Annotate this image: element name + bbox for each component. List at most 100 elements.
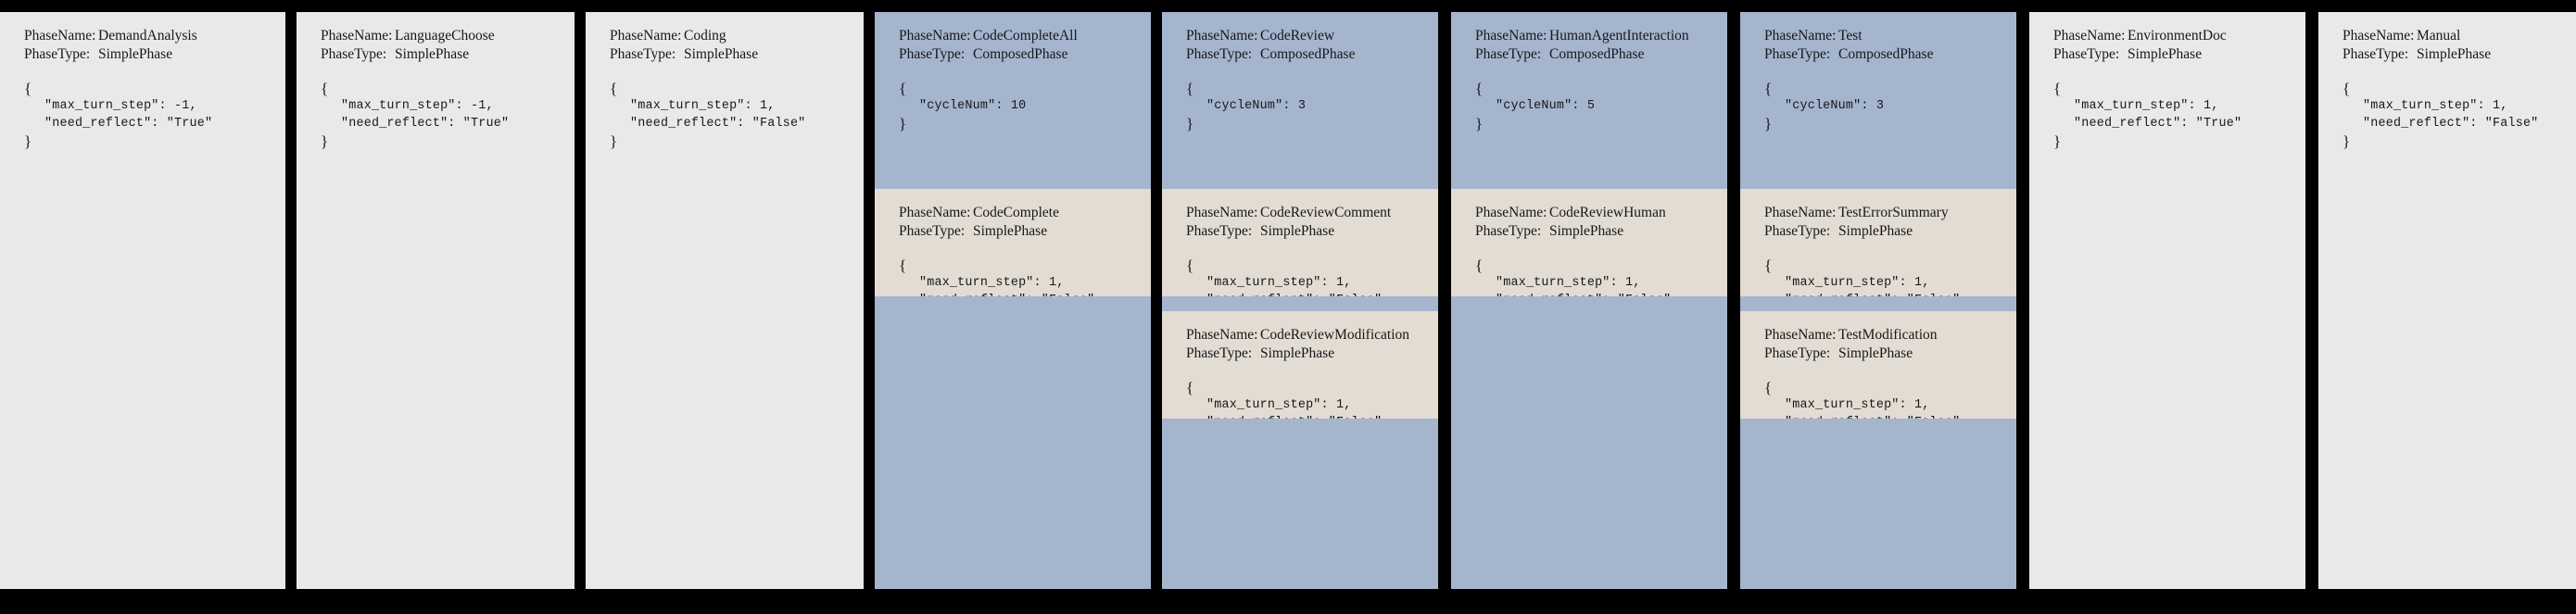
subphase-test-modification-config-open-brace: { bbox=[1764, 379, 1773, 396]
subphase-test-modification-phase-type-value: SimplePhase bbox=[1838, 345, 1913, 361]
subphase-code-complete-phase-type-value: SimplePhase bbox=[973, 223, 1048, 239]
phase-test-config-open-brace: { bbox=[1764, 80, 1773, 97]
phase-environment-doc-config-line: "max_turn_step": 1, bbox=[2074, 99, 2219, 113]
phase-human-agent-interaction-phase-name-key: PhaseName: bbox=[1475, 28, 1547, 44]
phase-environment-doc-phase-type-key: PhaseType: bbox=[2053, 46, 2120, 62]
phase-human-agent-interaction-phase-type-value: ComposedPhase bbox=[1549, 46, 1645, 62]
subphase-code-review-human-config-line: "need_reflect": "False" bbox=[1475, 292, 1727, 296]
phase-coding-phase-type-key: PhaseType: bbox=[610, 46, 676, 62]
phase-human-agent-interaction-phase-name: PhaseName:HumanAgentInteraction bbox=[1475, 27, 1727, 45]
subphase-code-complete-phase-name: PhaseName:CodeComplete bbox=[899, 204, 1151, 222]
subphase-test-error-summary-config-line: "need_reflect": "False" bbox=[1764, 292, 2016, 296]
phase-coding-config-close-brace: } bbox=[610, 132, 618, 150]
panel-divider bbox=[1151, 12, 1162, 589]
phase-demand-analysis-config-close-brace: } bbox=[24, 132, 32, 150]
composed-phase-filler bbox=[1740, 419, 2016, 589]
subphase-code-review-comment-config-open-brace: { bbox=[1186, 257, 1194, 274]
phase-manual-config-line: "need_reflect": "False" bbox=[2363, 117, 2539, 131]
phase-language-choose-config-open-brace: { bbox=[321, 80, 329, 97]
phase-environment-doc-config-close-brace: } bbox=[2053, 132, 2062, 150]
phase-manual-phase-name-key: PhaseName: bbox=[2342, 28, 2415, 44]
phase-environment-doc-config: {"max_turn_step": 1,"need_reflect": "Tru… bbox=[2053, 80, 2305, 150]
phase-environment-doc-phase-name-key: PhaseName: bbox=[2053, 28, 2126, 44]
phase-manual-phase-name-value: Manual bbox=[2417, 28, 2461, 44]
panel-divider bbox=[1727, 12, 1740, 589]
phase-demand-analysis-config-line: "need_reflect": "True" bbox=[44, 117, 213, 131]
subphase-code-review-comment-config-line: "max_turn_step": 1, bbox=[1206, 276, 1352, 290]
subphase-code-complete-config-line: "need_reflect": "False" bbox=[899, 292, 1151, 296]
phase-test-config: {"cycleNum": 3} bbox=[1764, 80, 2016, 132]
phase-code-review-phase-type-key: PhaseType: bbox=[1186, 46, 1253, 62]
phase-human-agent-interaction-config-open-brace: { bbox=[1475, 80, 1484, 97]
subphase-code-review-comment-phase-type-value: SimplePhase bbox=[1260, 223, 1335, 239]
phase-code-complete-all-phase-name-value: CodeCompleteAll bbox=[973, 28, 1078, 44]
phase-demand-analysis-config: {"max_turn_step": -1,"need_reflect": "Tr… bbox=[24, 80, 285, 150]
phase-test-phase-type-value: ComposedPhase bbox=[1838, 46, 1934, 62]
phase-code-review-config-close-brace: } bbox=[1186, 115, 1194, 132]
subphase-code-review-human-config: {"max_turn_step": 1,"need_reflect": "Fal… bbox=[1475, 257, 1727, 296]
subphase-code-review-human-phase-name-key: PhaseName: bbox=[1475, 205, 1547, 220]
subphase-code-review-comment-config: {"max_turn_step": 1,"need_reflect": "Fal… bbox=[1186, 257, 1438, 296]
subphase-test-modification-phase-type-key: PhaseType: bbox=[1764, 345, 1831, 361]
subphase-code-review-modification-phase-type-key: PhaseType: bbox=[1186, 345, 1253, 361]
subphase-code-complete-config: {"max_turn_step": 1,"need_reflect": "Fal… bbox=[899, 257, 1151, 296]
phase-language-choose-phase-type-key: PhaseType: bbox=[321, 46, 387, 62]
subphase-test-error-summary-config: {"max_turn_step": 1,"need_reflect": "Fal… bbox=[1764, 257, 2016, 296]
phase-language-choose-config: {"max_turn_step": -1,"need_reflect": "Tr… bbox=[321, 80, 575, 150]
phase-language-choose-phase-name: PhaseName:LanguageChoose bbox=[321, 27, 575, 45]
subphase-code-complete-phase-type-key: PhaseType: bbox=[899, 223, 966, 239]
subphase-code-review-human-config-line: "max_turn_step": 1, bbox=[1496, 276, 1641, 290]
phase-human-agent-interaction-phase-name-value: HumanAgentInteraction bbox=[1549, 28, 1689, 44]
phase-code-review-phase-type: PhaseType: ComposedPhase bbox=[1186, 45, 1438, 64]
phase-manual-config-line: "max_turn_step": 1, bbox=[2363, 99, 2508, 113]
phase-code-review-phase-type-value: ComposedPhase bbox=[1260, 46, 1356, 62]
phase-coding-phase-type-value: SimplePhase bbox=[684, 46, 759, 62]
phase-code-complete-all-phase-name-key: PhaseName: bbox=[899, 28, 971, 44]
subphase-code-review-comment-phase-name-value: CodeReviewComment bbox=[1260, 205, 1392, 220]
phase-demand-analysis-phase-name-key: PhaseName: bbox=[24, 28, 96, 44]
subphase-code-complete-config-open-brace: { bbox=[899, 257, 907, 274]
subphase-code-complete-phase-type: PhaseType: SimplePhase bbox=[899, 222, 1151, 241]
subphase-code-review-modification-config-line: "max_turn_step": 1, bbox=[1206, 398, 1352, 412]
subphase-test-modification-phase-name: PhaseName:TestModification bbox=[1764, 326, 2016, 345]
phase-manual-config-close-brace: } bbox=[2342, 132, 2351, 150]
subphase-code-review-human-phase-type-value: SimplePhase bbox=[1549, 223, 1624, 239]
subphase-test-error-summary-phase-type-key: PhaseType: bbox=[1764, 223, 1831, 239]
phase-language-choose-phase-type-value: SimplePhase bbox=[395, 46, 470, 62]
phase-human-agent-interaction-config-line: "cycleNum": 5 bbox=[1496, 99, 1596, 113]
composed-phase-filler bbox=[875, 296, 1151, 589]
phase-demand-analysis-phase-type: PhaseType:SimplePhase bbox=[24, 45, 285, 64]
phase-code-review-config-open-brace: { bbox=[1186, 80, 1194, 97]
subphase-test-error-summary-phase-name-value: TestErrorSummary bbox=[1838, 205, 1949, 220]
phase-language-choose-config-line: "max_turn_step": -1, bbox=[341, 99, 494, 113]
phase-code-review-config: {"cycleNum": 3} bbox=[1186, 80, 1438, 132]
subphase-code-review-modification-config: {"max_turn_step": 1,"need_reflect": "Fal… bbox=[1186, 379, 1438, 419]
composed-phase-filler bbox=[1162, 419, 1438, 589]
panel-divider bbox=[2016, 12, 2029, 589]
phase-demand-analysis-config-line: "max_turn_step": -1, bbox=[44, 99, 197, 113]
subphase-code-review-comment-phase-name: PhaseName:CodeReviewComment bbox=[1186, 204, 1438, 222]
